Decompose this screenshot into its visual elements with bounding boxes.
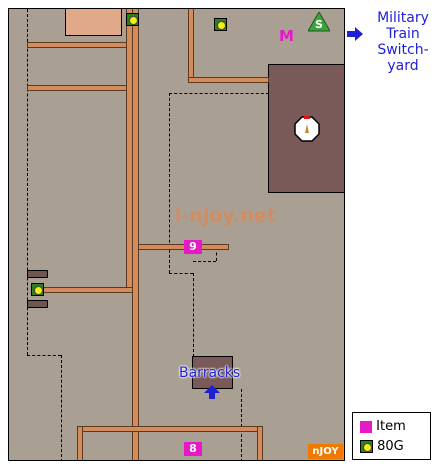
road-upper-horizontal — [27, 85, 133, 91]
road-bottom-right-vertical — [257, 426, 263, 460]
road-top-right-horizontal — [188, 77, 269, 83]
legend: Item 80G — [352, 412, 431, 460]
road-left-horizontal — [37, 287, 133, 293]
up-arrow-icon[interactable] — [204, 384, 220, 399]
legend-item-row: Item — [360, 419, 406, 434]
road-main-vertical — [132, 9, 139, 460]
barracks-label: Barracks — [179, 365, 241, 381]
road-top-horizontal — [27, 42, 133, 48]
road-middle-horizontal — [138, 244, 229, 250]
boundary-line — [169, 93, 170, 273]
octagon-sign-icon[interactable] — [294, 115, 320, 142]
left-stub — [27, 270, 48, 278]
barracks-building — [192, 356, 233, 389]
boundary-line — [27, 9, 28, 355]
boundary-line — [169, 273, 193, 274]
gold-chest-icon[interactable] — [214, 18, 227, 31]
game-map: M S i-njoy.net 9 8 Barracks nJOY — [8, 8, 345, 461]
left-stub — [27, 300, 48, 308]
item-marker-9[interactable]: 9 — [184, 240, 202, 254]
save-point-label: S — [315, 18, 323, 31]
item-marker-8[interactable]: 8 — [184, 442, 202, 456]
road-top-right-vertical — [188, 9, 194, 83]
right-arrow-icon[interactable] — [347, 26, 363, 41]
boundary-line — [27, 355, 61, 356]
boundary-line — [193, 261, 216, 262]
boundary-line — [241, 389, 242, 460]
legend-gold-label: 80G — [377, 439, 404, 454]
marker-m: M — [279, 27, 294, 45]
save-point-icon[interactable]: S — [307, 11, 331, 32]
njoy-badge: nJOY — [308, 444, 343, 459]
boundary-line — [193, 273, 194, 357]
item-swatch — [360, 420, 372, 433]
road-bottom-left-vertical — [77, 426, 83, 460]
road-bottom-horizontal — [77, 426, 263, 432]
gold-chest-icon[interactable] — [31, 283, 44, 296]
exit-label[interactable]: Military Train Switch- yard — [377, 10, 429, 74]
legend-item-label: Item — [376, 419, 406, 434]
legend-gold-row: 80G — [360, 439, 404, 454]
watermark: i-njoy.net — [175, 205, 276, 227]
boundary-line — [169, 93, 269, 94]
boundary-line — [61, 355, 62, 460]
gold-swatch-icon — [360, 440, 373, 453]
road-left-vertical — [126, 9, 133, 290]
gold-chest-icon[interactable] — [126, 13, 139, 26]
boundary-line — [216, 247, 217, 261]
top-building — [65, 9, 122, 36]
